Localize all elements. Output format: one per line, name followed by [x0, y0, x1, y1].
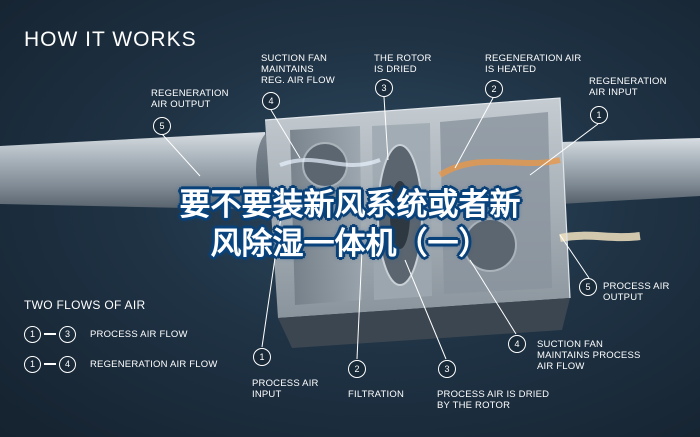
- flow-start-badge: 1: [24, 355, 41, 373]
- flow-dash: [44, 363, 56, 365]
- leader-lines: [161, 96, 599, 360]
- flow-end-badge: 4: [59, 355, 76, 373]
- flow-label: PROCESS AIR FLOW: [90, 328, 188, 340]
- callout-suction-fan-reg-label: SUCTION FAN MAINTAINS REG. AIR FLOW: [261, 53, 335, 86]
- flow-legend-item: 1 3 PROCESS AIR FLOW: [24, 325, 188, 343]
- flow-dash: [44, 333, 56, 335]
- flow-legend-item: 1 4 REGENERATION AIR FLOW: [24, 355, 218, 373]
- flow-start-badge: 1: [24, 325, 41, 343]
- unit-base: [278, 298, 570, 348]
- callout-number-badge: 2: [348, 360, 366, 378]
- flow-end-badge: 3: [59, 325, 76, 343]
- callout-regen-air-output-label: REGENERATION AIR OUTPUT: [151, 88, 229, 110]
- callout-number-badge: 2: [485, 80, 503, 98]
- callout-number-badge: 5: [153, 117, 171, 135]
- callout-number-badge: 3: [375, 79, 393, 97]
- callout-number-badge: 1: [590, 106, 608, 124]
- callout-number-badge: 3: [438, 360, 456, 378]
- callout-number-badge: 1: [253, 348, 271, 366]
- left-duct: [0, 132, 280, 210]
- callout-suction-fan-process-label: SUCTION FAN MAINTAINS PROCESS AIR FLOW: [537, 339, 641, 372]
- callout-rotor-dried-label: THE ROTOR IS DRIED: [374, 53, 432, 75]
- callout-regen-heated-label: REGENERATION AIR IS HEATED: [485, 53, 582, 75]
- overlay-headline-line-1: 要不要装新风系统或者新: [179, 187, 521, 223]
- callout-process-dried-label: PROCESS AIR IS DRIED BY THE ROTOR: [437, 389, 550, 411]
- callout-process-air-output-label: PROCESS AIR OUTPUT: [603, 281, 670, 303]
- flows-legend-title: TWO FLOWS OF AIR: [24, 298, 146, 312]
- page-title: HOW IT WORKS: [24, 28, 197, 51]
- callout-filtration-label: FILTRATION: [348, 389, 405, 400]
- right-duct: [560, 138, 700, 204]
- callout-number-badge: 4: [262, 92, 280, 110]
- callout-number-badge: 4: [508, 335, 526, 353]
- callout-process-air-input-label: PROCESS AIR INPUT: [252, 378, 319, 400]
- callout-regen-air-input-label: REGENERATION AIR INPUT: [589, 76, 667, 98]
- overlay-headline-line-2: 风除湿一体机（一）: [210, 226, 490, 262]
- callout-number-badge: 5: [579, 278, 597, 296]
- flow-label: REGENERATION AIR FLOW: [90, 358, 218, 370]
